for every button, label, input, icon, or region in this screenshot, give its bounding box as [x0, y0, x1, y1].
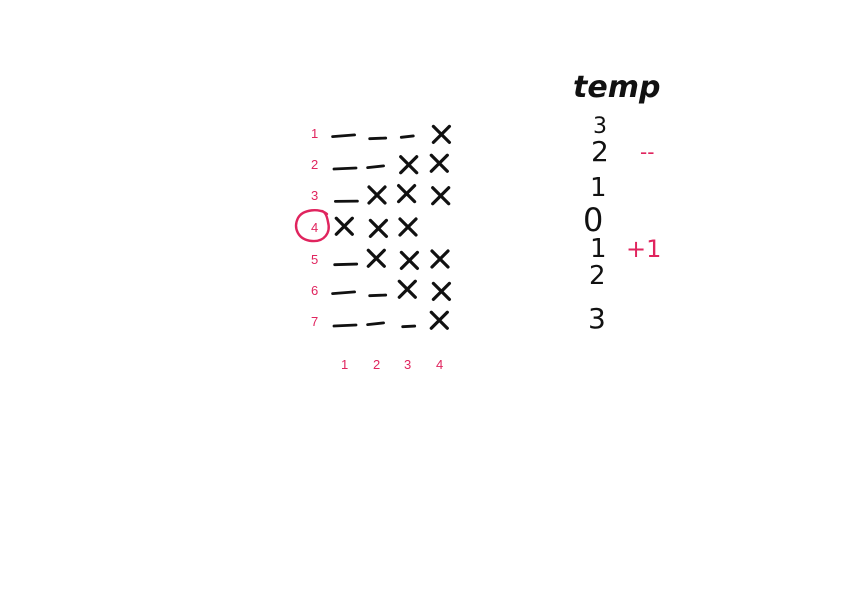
temp-note-minus: --	[640, 140, 654, 164]
column-label: 4	[436, 357, 443, 372]
x-mark	[429, 153, 449, 173]
row-label: 3	[311, 188, 318, 203]
temp-title: temp	[573, 70, 660, 105]
x-mark	[397, 184, 417, 204]
temp-value: 2	[589, 261, 606, 291]
dash-mark	[332, 323, 358, 328]
temp-value: 1	[590, 173, 607, 203]
row-label: 1	[311, 126, 318, 141]
temp-value: 2	[591, 135, 609, 168]
temp-value: 1	[590, 234, 607, 264]
dash-mark	[332, 166, 358, 171]
dash-mark	[401, 324, 417, 329]
dash-mark	[331, 133, 357, 139]
x-mark	[431, 124, 451, 144]
column-label: 2	[373, 357, 380, 372]
x-mark	[399, 155, 419, 175]
row-label: 6	[311, 283, 318, 298]
row-label: 7	[311, 314, 318, 329]
temp-note-plus-one: +1	[626, 235, 661, 263]
x-mark	[397, 279, 417, 299]
temp-value: 3	[593, 114, 607, 139]
row-label: 2	[311, 157, 318, 172]
dash-mark	[399, 134, 415, 139]
x-mark	[431, 186, 451, 206]
x-mark	[431, 281, 451, 301]
x-mark	[334, 216, 354, 236]
dash-mark	[368, 136, 388, 141]
dash-mark	[368, 293, 388, 298]
column-label: 3	[404, 357, 411, 372]
dash-mark	[333, 262, 359, 267]
x-mark	[367, 185, 387, 205]
highlight-circle	[294, 209, 330, 243]
row-label: 5	[311, 252, 318, 267]
mark-grid	[331, 124, 451, 330]
x-mark	[399, 250, 419, 270]
column-label: 1	[341, 357, 348, 372]
x-mark	[429, 310, 449, 330]
x-mark	[430, 249, 450, 269]
x-mark	[398, 217, 418, 237]
dash-mark	[366, 321, 386, 327]
x-mark	[368, 218, 388, 238]
x-mark	[366, 248, 386, 268]
grid-labels: 1 2 3 4 5 6 7 1 2 3 4	[311, 126, 443, 372]
temp-value: 0	[583, 201, 603, 239]
temp-value: 3	[588, 302, 606, 335]
dash-mark	[331, 290, 357, 296]
row-label: 4	[311, 220, 318, 235]
dash-mark	[366, 164, 386, 170]
